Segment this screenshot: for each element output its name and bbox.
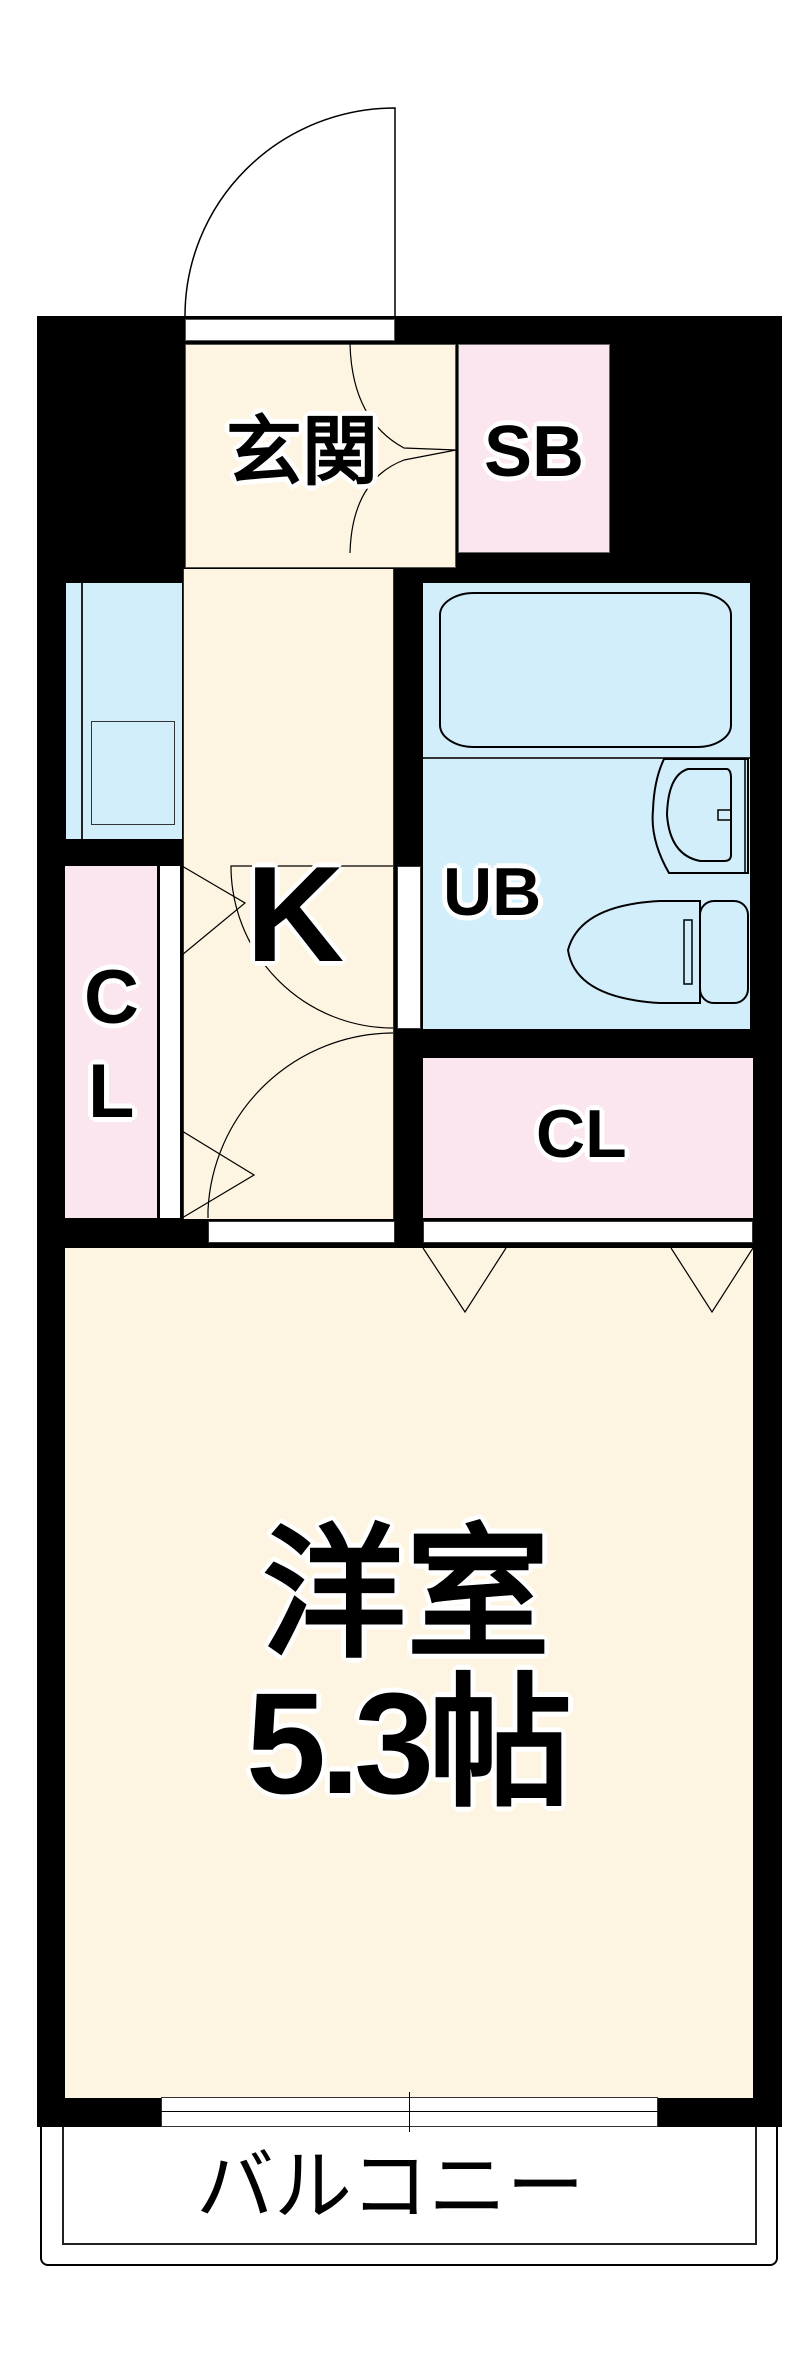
vanity-icon xyxy=(651,758,749,874)
toilet-bowl-icon xyxy=(566,900,701,1004)
closet-left xyxy=(65,866,157,1218)
bath-door-swing-icon xyxy=(230,865,394,1029)
faucet-icon xyxy=(717,809,732,821)
toilet-tank-icon xyxy=(699,900,749,1004)
closet-left-label-c: C xyxy=(84,955,139,1040)
shoe-box-label: SB xyxy=(484,412,585,492)
entrance-door-opening xyxy=(185,319,395,341)
bath-door-opening xyxy=(397,866,421,1029)
shoe-box xyxy=(458,344,610,553)
room-door-swing-icon xyxy=(207,1032,394,1218)
kitchen-counter xyxy=(66,583,182,839)
window-center-mark xyxy=(409,2092,410,2132)
entrance-door-swing-icon xyxy=(184,107,396,317)
entrance-label: 玄関 xyxy=(226,407,378,496)
closet-left-label-l: L xyxy=(88,1049,135,1134)
closet-left-door-track xyxy=(158,866,182,1218)
bathtub-divider xyxy=(423,757,750,759)
sink-basin xyxy=(91,721,175,825)
entrance-floor xyxy=(185,344,456,568)
balcony-label: バルコニー xyxy=(196,2142,585,2232)
basin-icon xyxy=(665,768,732,862)
counter-edge-line xyxy=(81,583,83,839)
closet-right-label: CL xyxy=(536,1096,627,1172)
closet-right-door-opening xyxy=(423,1221,753,1243)
room-door-opening xyxy=(208,1221,395,1243)
western-room-size: 5.3帖 xyxy=(246,1663,572,1824)
balcony-inner xyxy=(62,2127,757,2245)
shoe-box-door-upper-icon xyxy=(349,343,457,451)
kitchen-label: K xyxy=(246,838,345,990)
closet-left-fold-door-lower-icon xyxy=(181,1130,256,1219)
shoe-box-door-lower-icon xyxy=(349,449,457,554)
closet-right xyxy=(423,1058,753,1218)
western-room-label: 洋室 xyxy=(262,1510,551,1678)
closet-left-fold-door-upper-icon xyxy=(181,865,247,956)
closet-right-fold-door-right-icon xyxy=(670,1247,754,1314)
unit-bath xyxy=(423,583,750,1029)
unit-bath-label: UB xyxy=(443,854,542,930)
closet-right-fold-door-left-icon xyxy=(422,1247,507,1314)
western-room-floor xyxy=(65,1248,753,2098)
kitchen-floor xyxy=(183,569,394,1219)
balcony-outer xyxy=(40,2127,778,2266)
bathtub-icon xyxy=(439,592,732,748)
